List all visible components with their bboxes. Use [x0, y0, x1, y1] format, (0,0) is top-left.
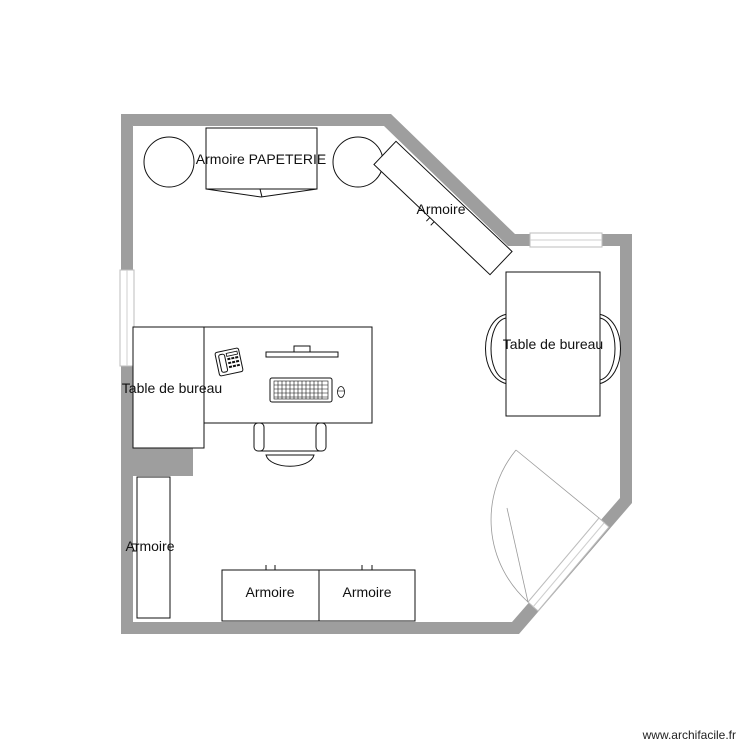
window-left — [119, 269, 135, 367]
door-icon — [490, 449, 610, 612]
watermark[interactable]: www.archifacile.fr — [642, 728, 736, 742]
wall-pier — [133, 448, 193, 476]
chair-icon — [253, 422, 327, 467]
armoire-bottom-2: Armoire — [318, 565, 416, 622]
monitor-icon — [265, 345, 339, 358]
armoire-bottom-1: Armoire — [221, 565, 320, 622]
armoire-bottom-1-label: Armoire — [245, 584, 294, 600]
chair-icon — [485, 313, 621, 385]
table-left-label: Table de bureau — [122, 380, 222, 396]
armoire-left: Armoire — [125, 476, 175, 619]
plant-pot-left — [143, 136, 195, 188]
plant-pot-right — [332, 136, 384, 188]
armoire-diagonal — [373, 140, 513, 276]
armoire-left-label: Armoire — [125, 538, 174, 554]
armoire-diagonal-label: Armoire — [416, 201, 465, 217]
table-right: Table de bureau — [485, 271, 621, 417]
table-right-label: Table de bureau — [503, 336, 603, 352]
table-left — [132, 326, 205, 449]
armoire-papeterie: Armoire PAPETERIE — [143, 127, 384, 198]
window-right-top — [529, 232, 603, 248]
main-desk — [203, 326, 373, 424]
walls — [121, 114, 632, 634]
phone-icon — [214, 347, 244, 377]
armoire-papeterie-label: Armoire PAPETERIE — [196, 151, 326, 167]
armoire-bottom-2-label: Armoire — [342, 584, 391, 600]
keyboard-icon — [269, 377, 333, 403]
mouse-icon — [337, 386, 345, 398]
